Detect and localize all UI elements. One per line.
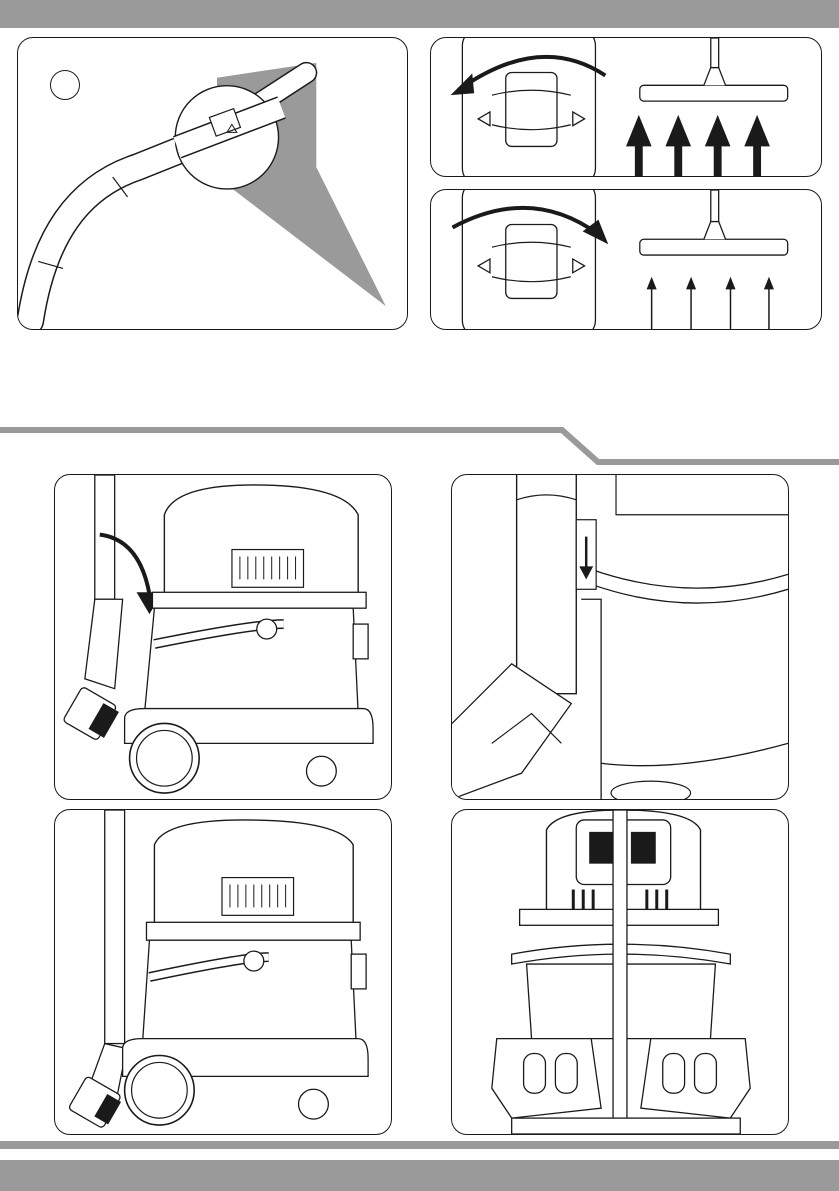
header-band xyxy=(0,0,839,28)
figure-vacuum-side-hose-parked xyxy=(54,809,392,1135)
figure-nozzle-hard-floor xyxy=(430,189,822,330)
section-divider xyxy=(0,420,839,470)
figure-vacuum-clip-detail xyxy=(451,474,789,800)
figure-vacuum-front-hose-parked xyxy=(451,809,789,1135)
step-marker xyxy=(50,70,80,100)
airflow-strong-arrows-icon xyxy=(626,115,770,176)
footer-line xyxy=(0,1141,839,1149)
airflow-light-arrows-icon xyxy=(648,279,773,329)
figure-hose-zoom xyxy=(17,37,408,330)
figure-vacuum-side-hose-park xyxy=(54,474,392,800)
footer-band xyxy=(0,1160,839,1191)
figure-nozzle-carpet xyxy=(430,37,822,177)
